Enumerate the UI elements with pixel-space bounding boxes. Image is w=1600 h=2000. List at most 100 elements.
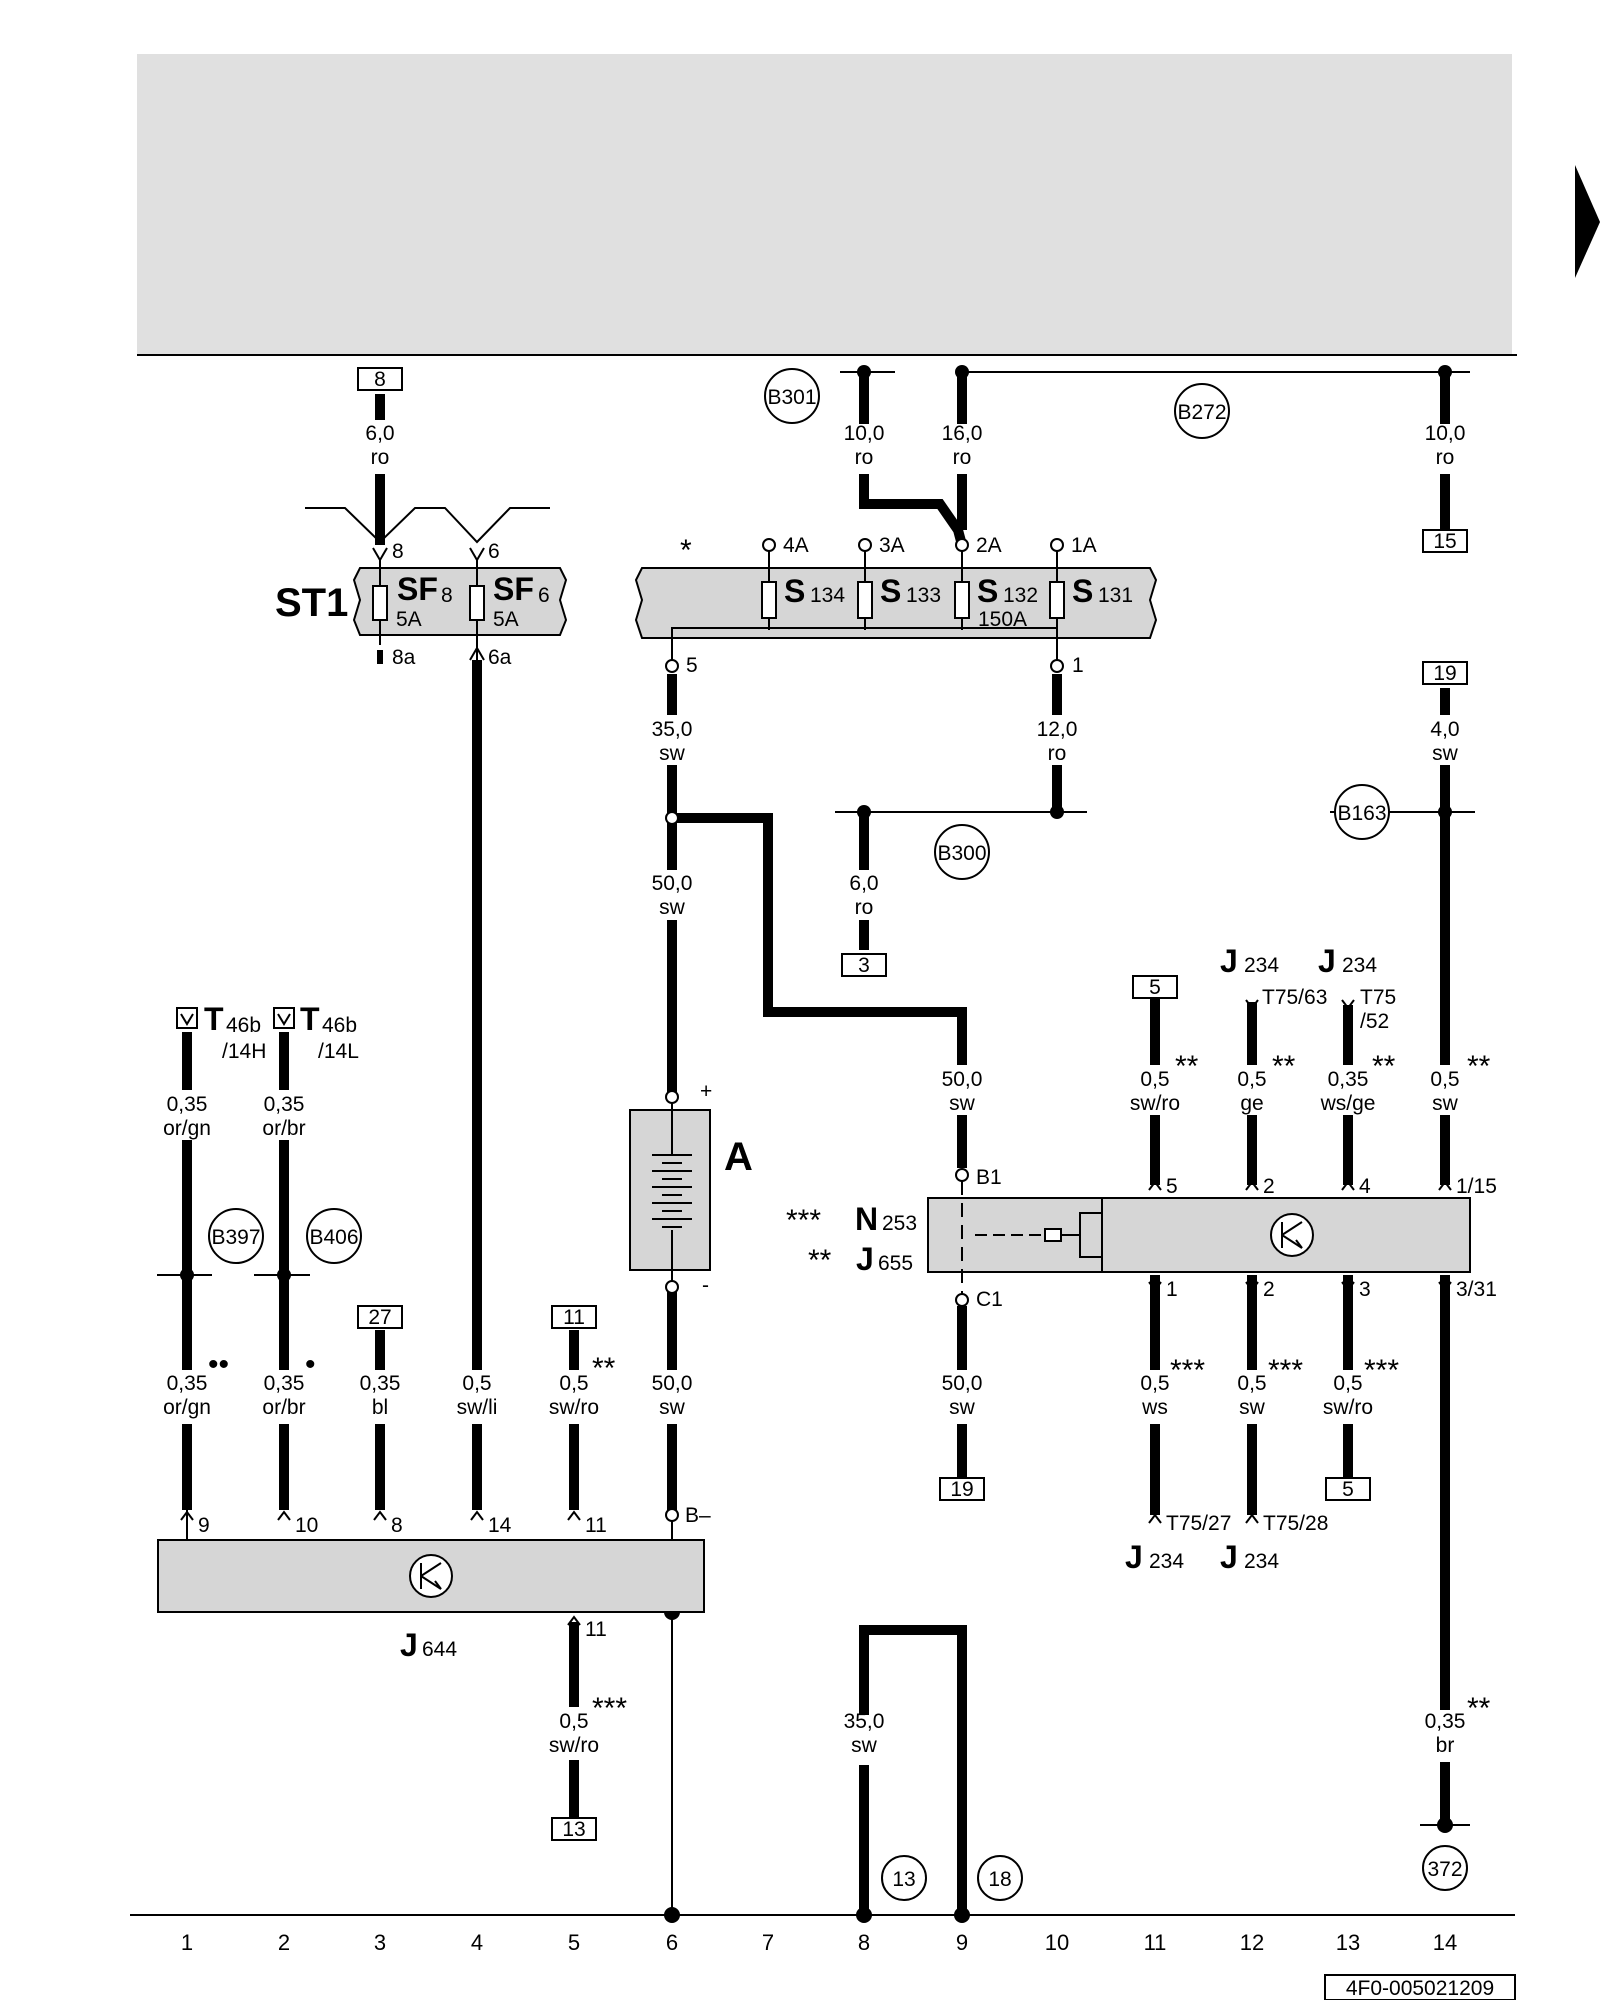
- pin-label: 6: [488, 540, 500, 563]
- t46-sym: T: [204, 1001, 224, 1037]
- svg-text:10: 10: [1045, 1930, 1069, 1955]
- splice-label: B272: [1177, 401, 1226, 424]
- wire-color: sw/ro: [549, 1734, 599, 1757]
- svg-text:14: 14: [1433, 1930, 1457, 1955]
- pin-label: B–: [685, 1504, 711, 1527]
- fuse-s134-sym: S: [784, 573, 805, 609]
- wire-gauge: 0,5: [559, 1710, 588, 1733]
- ref-box: 27: [368, 1306, 391, 1329]
- wire-gauge: 35,0: [844, 1710, 885, 1733]
- n253-sym: N: [855, 1201, 878, 1237]
- pin-label: 1: [1072, 654, 1084, 677]
- j234-sub: 234: [1244, 954, 1279, 977]
- next-page-arrow[interactable]: [1575, 165, 1600, 278]
- pin-label: 8: [391, 1514, 403, 1537]
- diagram-code: 4F0-005021209: [1346, 1977, 1494, 2000]
- pin-label: 3/31: [1456, 1278, 1497, 1301]
- wire-gauge: 0,35: [1328, 1068, 1369, 1091]
- svg-text:***: ***: [1268, 1354, 1303, 1387]
- pin-label: B1: [976, 1166, 1002, 1189]
- splice-label: B301: [767, 386, 816, 409]
- fuse-sf8-sym: SF: [397, 571, 438, 607]
- pin-label: 3A: [879, 534, 905, 557]
- wire-gauge: 0,35: [167, 1093, 208, 1116]
- wire-gauge: 0,35: [264, 1372, 305, 1395]
- ref-box: 8: [374, 368, 386, 391]
- svg-text:2: 2: [278, 1930, 290, 1955]
- svg-text:***: ***: [592, 1692, 627, 1725]
- battery-minus: -: [702, 1274, 709, 1297]
- ref-box: 19: [1433, 662, 1456, 685]
- splice-label: B163: [1337, 802, 1386, 825]
- wire-color: ro: [371, 446, 390, 469]
- wire-gauge: 50,0: [652, 1372, 693, 1395]
- wire-gauge: 50,0: [942, 1068, 983, 1091]
- pin-label: 8: [392, 540, 404, 563]
- j234-sym: J: [1318, 943, 1336, 979]
- wire-color: sw: [949, 1396, 976, 1419]
- svg-text:**: **: [1372, 1050, 1396, 1083]
- wire-color: ge: [1240, 1092, 1263, 1115]
- svg-text:12: 12: [1240, 1930, 1264, 1955]
- fusebox-star: *: [680, 534, 692, 567]
- pin-label: 2: [1263, 1175, 1275, 1198]
- wire-color: sw: [659, 896, 686, 919]
- wire-color: sw: [1432, 742, 1459, 765]
- wire-color: ro: [1436, 446, 1455, 469]
- svg-text:7: 7: [762, 1930, 774, 1955]
- wire-color: sw/li: [457, 1396, 498, 1419]
- wire-color: ro: [855, 446, 874, 469]
- j234-top: J 234 T75/63 J 234 T75 /52: [1220, 943, 1396, 1033]
- t46-sub: 46b: [226, 1014, 261, 1037]
- wire-color: ro: [1048, 742, 1067, 765]
- svg-text:8: 8: [858, 1930, 870, 1955]
- j234-sub: 234: [1342, 954, 1377, 977]
- splice-label: B406: [309, 1226, 358, 1249]
- svg-text:11: 11: [1144, 1930, 1167, 1955]
- wire-color: ws/ge: [1320, 1092, 1376, 1115]
- fuse-s132-rating: 150A: [978, 608, 1027, 631]
- j655-sub: 655: [878, 1252, 913, 1275]
- fuse-s131-sym: S: [1072, 573, 1093, 609]
- svg-text:3: 3: [374, 1930, 386, 1955]
- j234-sym: J: [1220, 943, 1238, 979]
- wire-color: or/gn: [163, 1117, 211, 1140]
- ref-box: 13: [562, 1818, 585, 1841]
- conn-label: T75: [1360, 986, 1396, 1009]
- n253-sub: 253: [882, 1212, 917, 1235]
- splice-label: 18: [988, 1868, 1011, 1891]
- t46-pin: /14L: [318, 1040, 359, 1063]
- pin-label: 3: [1359, 1278, 1371, 1301]
- ref-box: 11: [563, 1306, 585, 1329]
- wire-gauge: 0,5: [1333, 1372, 1362, 1395]
- wire-gauge: 0,35: [167, 1372, 208, 1395]
- wire-gauge: 4,0: [1430, 718, 1459, 741]
- fuse-sf8-sub: 8: [441, 584, 453, 607]
- t46-pin: /14H: [222, 1040, 266, 1063]
- j644-module: 9 10 8 14 11 B– 11 J 644: [157, 1504, 711, 1663]
- svg-text:4: 4: [471, 1930, 483, 1955]
- conn-label: T75/28: [1263, 1512, 1328, 1535]
- wire-gauge: 50,0: [942, 1372, 983, 1395]
- wire-color: br: [1436, 1734, 1455, 1757]
- svg-text:1: 1: [181, 1930, 193, 1955]
- stars: **: [808, 1244, 832, 1277]
- battery-plus: +: [700, 1080, 712, 1103]
- svg-text:**: **: [1467, 1692, 1491, 1725]
- t46-sub: 46b: [322, 1014, 357, 1037]
- fuse-s131-sub: 131: [1098, 584, 1133, 607]
- pin-label: 6a: [488, 646, 512, 669]
- main-fuse-box: * S 134 S 133 S 132 150A S 131 4A 3A 2A …: [634, 534, 1158, 677]
- svg-text:••: ••: [208, 1348, 229, 1381]
- wire-color: sw: [659, 742, 686, 765]
- pin-label: 4: [1359, 1175, 1371, 1198]
- wire-color: sw/ro: [549, 1396, 599, 1419]
- wire-color: sw: [1432, 1092, 1459, 1115]
- splice-label: 13: [892, 1868, 915, 1891]
- wire-gauge: 0,5: [1140, 1372, 1169, 1395]
- fuse-s132-sym: S: [977, 573, 998, 609]
- svg-text:5: 5: [568, 1930, 580, 1955]
- pin-label: 5: [686, 654, 698, 677]
- wire-labels: 6,0ro 10,0ro 16,0ro 10,0ro 35,0sw 12,0ro…: [163, 422, 1465, 1757]
